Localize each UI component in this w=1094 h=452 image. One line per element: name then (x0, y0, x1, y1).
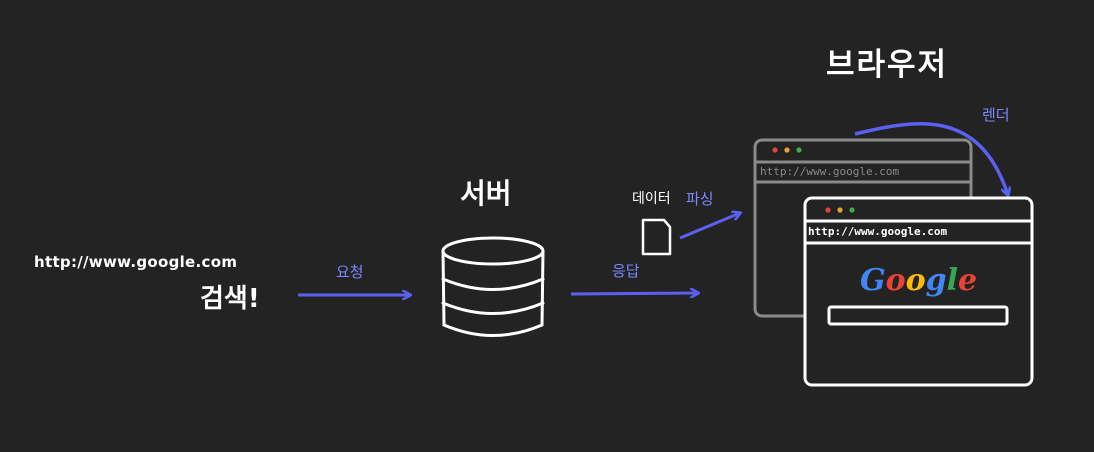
logo-letter: e (958, 263, 978, 298)
response-arrow (570, 293, 698, 294)
back-window-url: http://www.google.com (760, 165, 900, 178)
front-browser-window (803, 196, 1034, 387)
back-window-close-dot (772, 147, 778, 153)
render-label: 렌더 (982, 106, 1010, 124)
front-window-close-dot (825, 207, 831, 213)
logo-letter: g (925, 263, 947, 298)
url-text: http://www.google.com (34, 253, 238, 271)
google-logo: Google (860, 266, 977, 296)
database-icon (441, 236, 545, 337)
server-label: 서버 (460, 177, 512, 210)
logo-letter: o (885, 263, 906, 298)
parse-label: 파싱 (686, 190, 714, 208)
front-window-min-dot (837, 207, 843, 213)
logo-letter: G (860, 263, 886, 298)
response-label: 응답 (612, 262, 640, 280)
front-window-max-dot (849, 207, 855, 213)
browser-label: 브라우저 (826, 47, 949, 83)
data-label: 데이터 (632, 191, 671, 207)
back-window-min-dot (784, 147, 790, 153)
document-icon (641, 218, 672, 256)
request-label: 요청 (336, 263, 364, 281)
search-label: 검색! (200, 284, 260, 314)
logo-letter: l (946, 263, 959, 298)
back-window-max-dot (796, 147, 802, 153)
front-window-url: http://www.google.com (808, 225, 948, 238)
render-arrow (854, 122, 1008, 195)
parse-arrow (679, 213, 740, 240)
logo-letter: o (905, 263, 926, 298)
